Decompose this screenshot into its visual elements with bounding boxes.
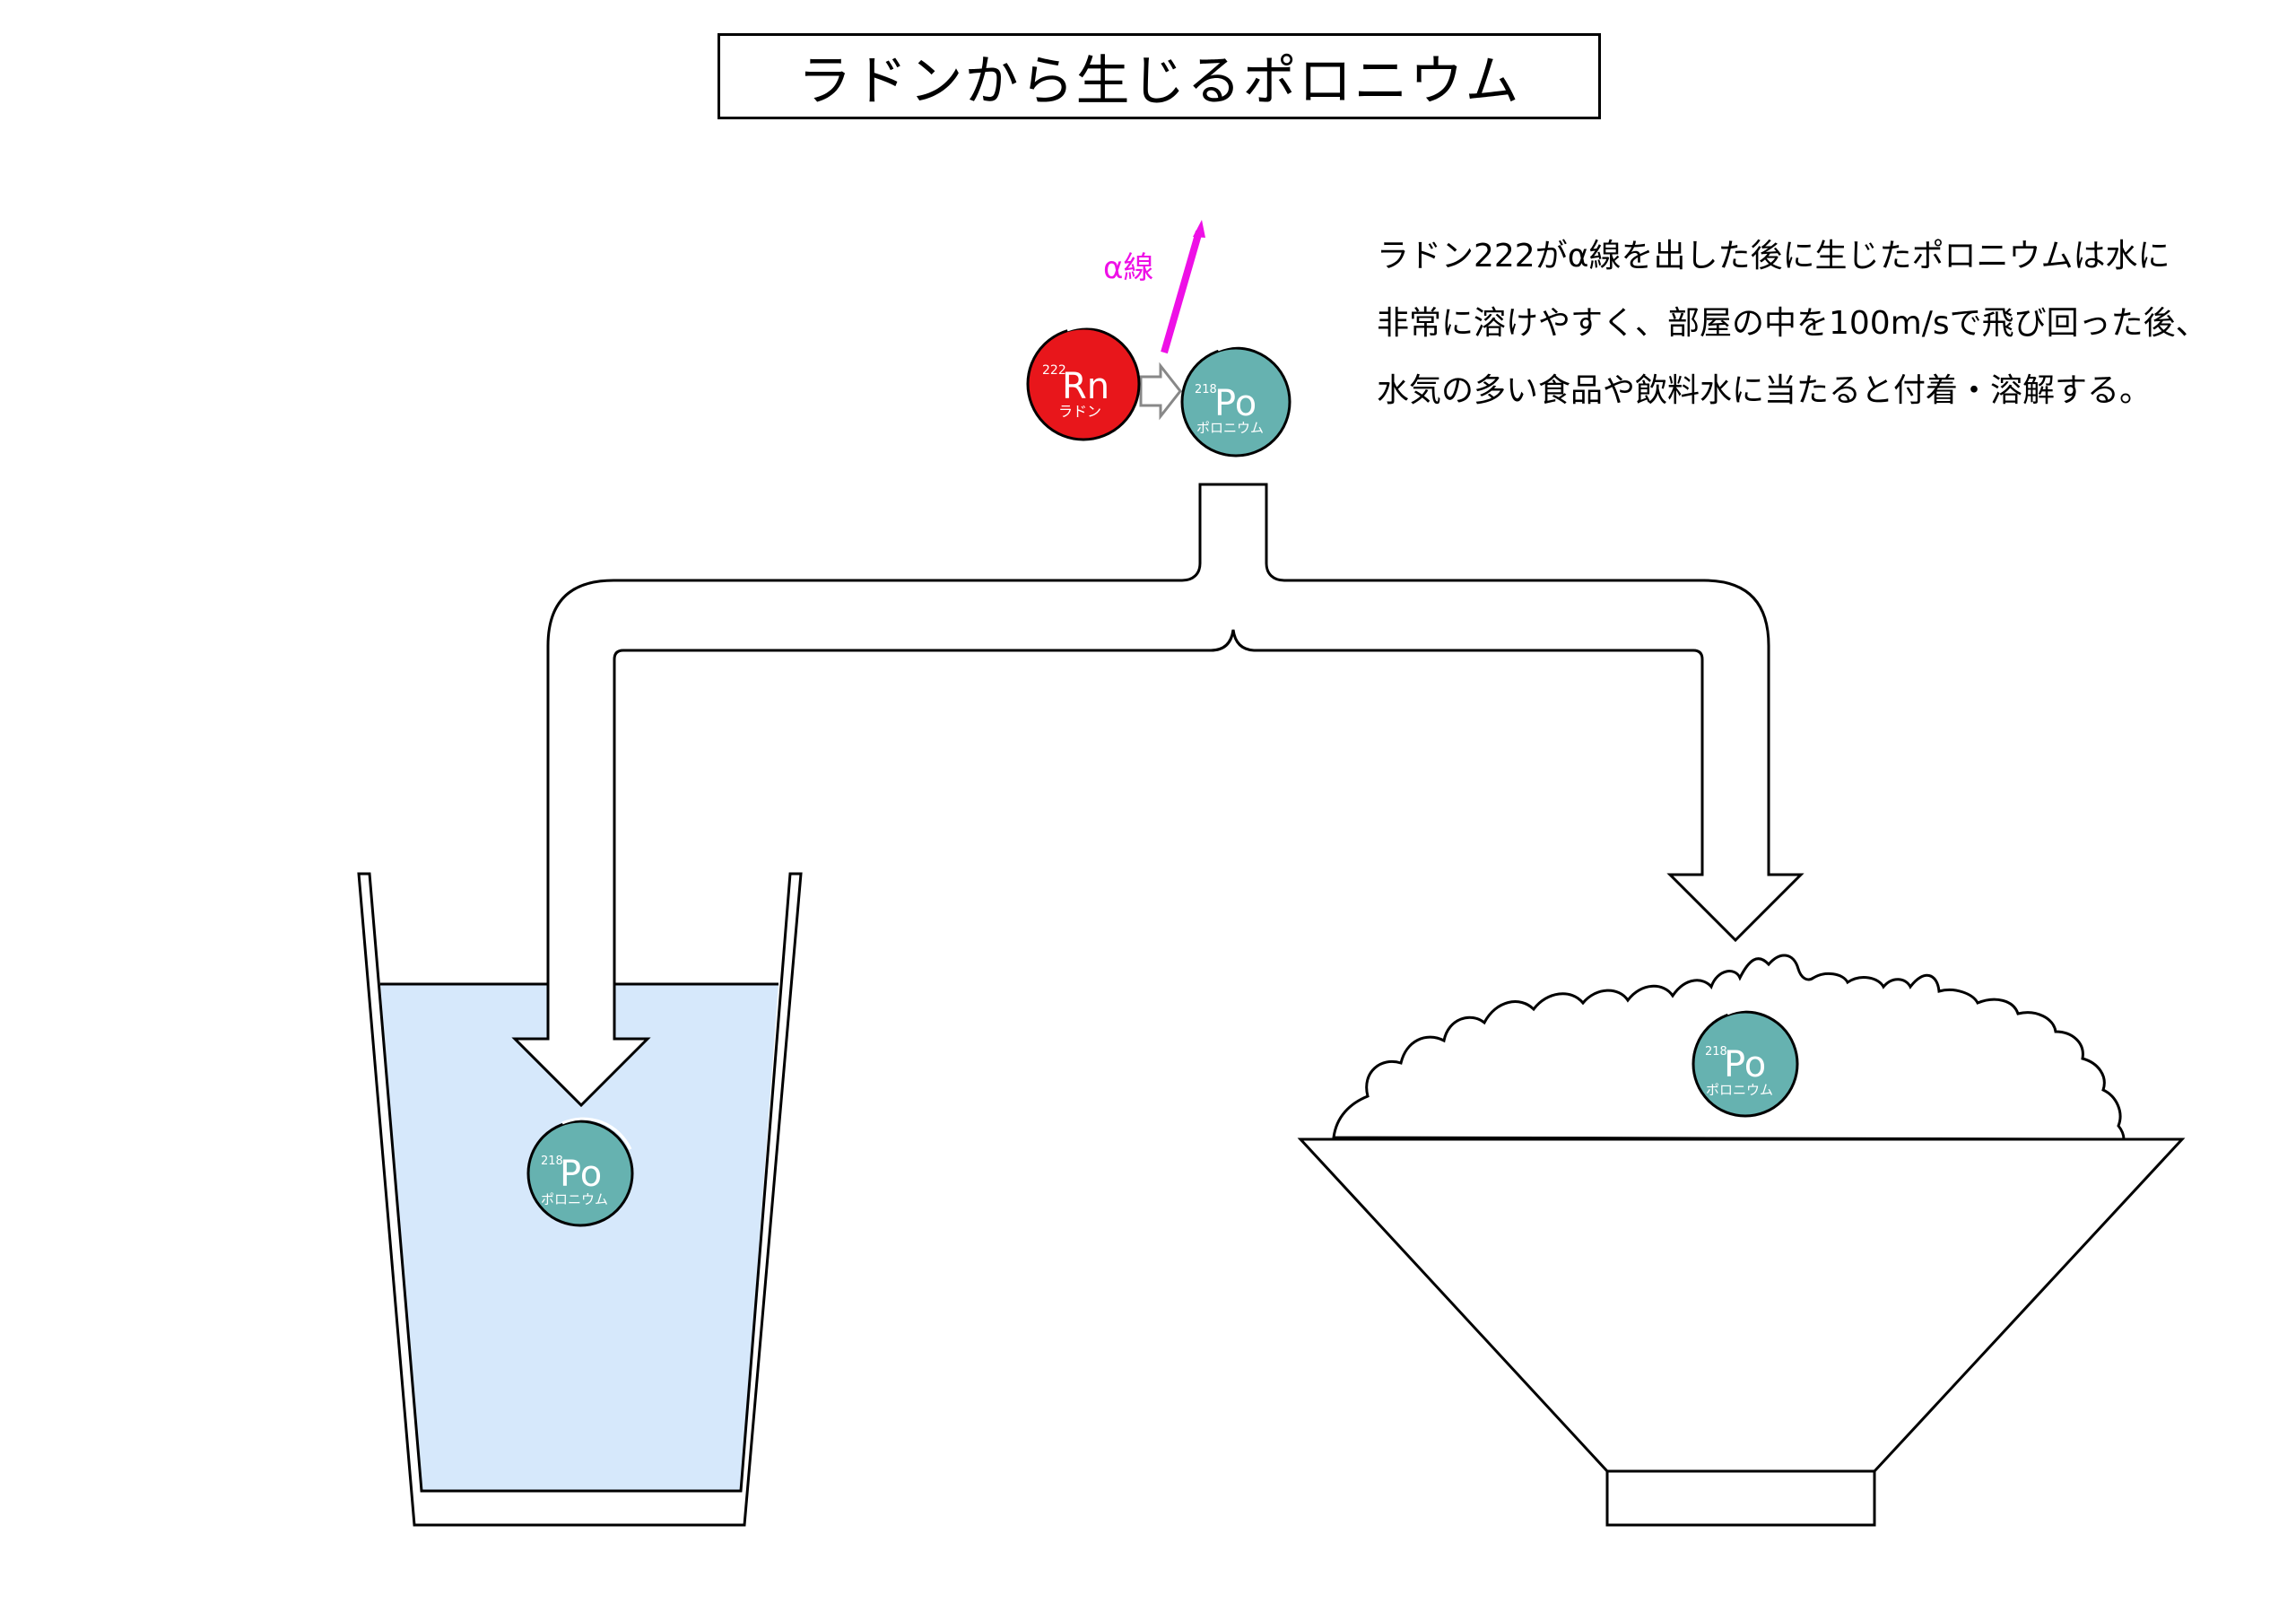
food-bowl	[1297, 1137, 2186, 1527]
description-line-1: ラドン222がα線を出した後に生じたポロニウムは水に	[1377, 238, 2170, 275]
radon-symbol: Rn	[1062, 366, 1109, 407]
radon-mass-number: 222	[1042, 363, 1066, 378]
polonium-name: ポロニウム	[1706, 1082, 1773, 1098]
polonium-mass-number: 218	[1195, 383, 1217, 397]
polonium-symbol: Po	[560, 1154, 602, 1195]
polonium-name: ポロニウム	[541, 1191, 608, 1207]
description-line-2: 非常に溶けやすく、部屋の中を100m/sで飛び回った後、	[1377, 305, 2208, 342]
branching-arrow	[511, 483, 1805, 1108]
polonium-symbol: Po	[1214, 383, 1257, 424]
radon-name: ラドン	[1058, 403, 1101, 420]
polonium-mass-number: 218	[1705, 1045, 1727, 1059]
polonium-atom-top: 218 Po ポロニウム	[1180, 344, 1292, 458]
polonium-symbol: Po	[1724, 1044, 1766, 1085]
water	[380, 984, 778, 1491]
bowl-base	[1605, 1469, 1876, 1527]
polonium-name: ポロニウム	[1196, 420, 1264, 436]
bowl-body	[1297, 1137, 2186, 1473]
alpha-ray	[1161, 220, 1205, 354]
polonium-mass-number: 218	[541, 1155, 563, 1168]
description-line-3: 水気の多い食品や飲料水に当たると付着・溶解する。	[1377, 372, 2152, 409]
radon-atom: 222 Rn ラドン	[1026, 325, 1141, 441]
description-text: ラドン222がα線を出した後に生じたポロニウムは水に 非常に溶けやすく、部屋の中…	[1377, 222, 2274, 424]
glass-outline	[357, 872, 803, 1527]
decay-arrow	[1139, 362, 1182, 421]
page-title: ラドンから生じるポロニウム	[718, 33, 1601, 119]
polonium-atom-water: 218 Po ポロニウム	[526, 1117, 634, 1227]
alpha-ray-label: α線	[1103, 250, 1153, 286]
polonium-atom-food: 218 Po ポロニウム	[1692, 1007, 1799, 1118]
